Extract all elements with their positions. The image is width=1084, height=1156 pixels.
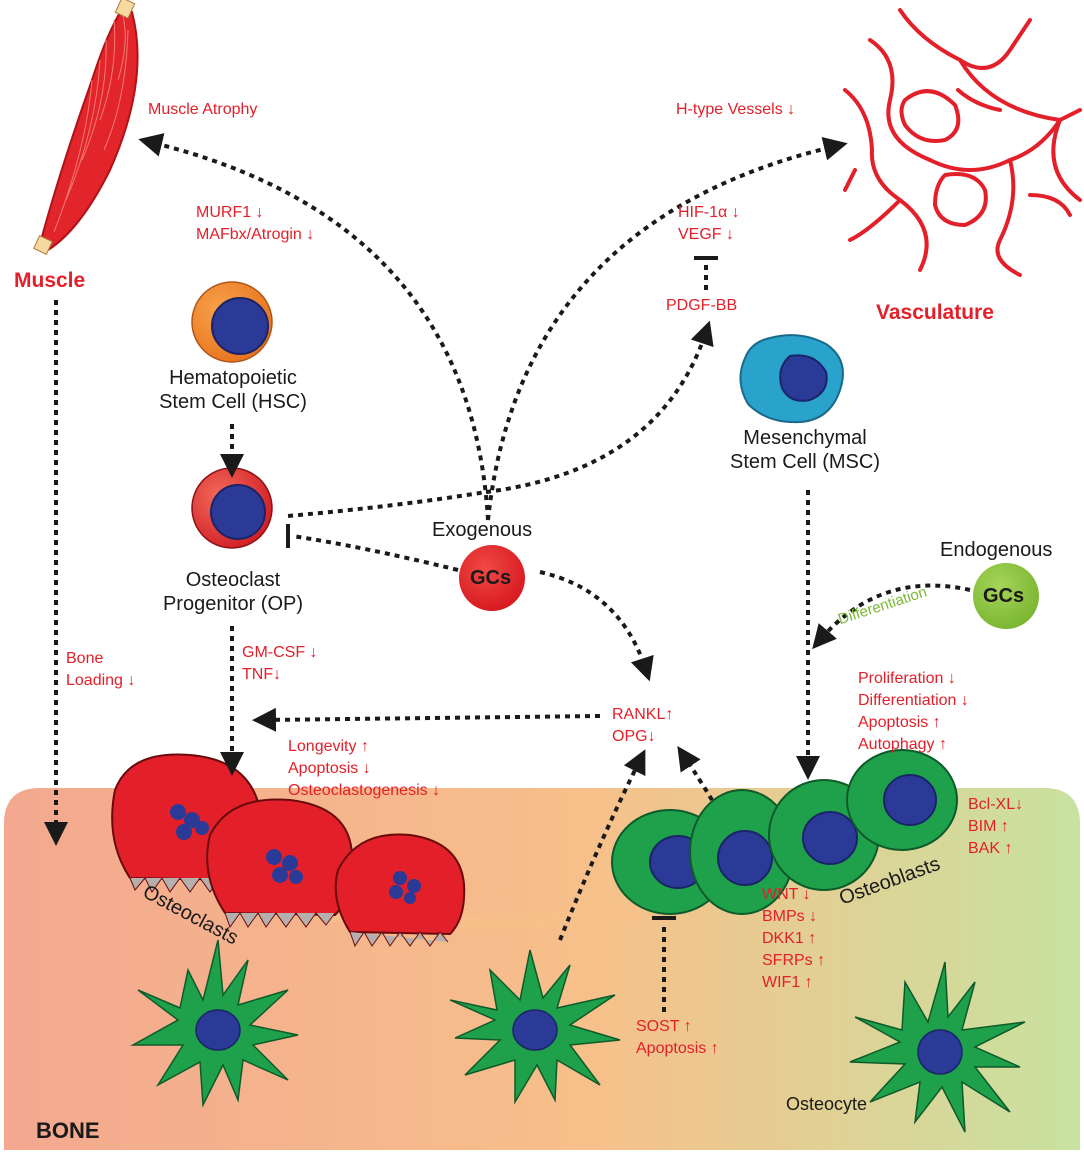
vasculature-icon: [843, 8, 1082, 277]
wnt-pathway-markers: WNT ↓BMPs ↓DKK1 ↑SFRPs ↑WIF1 ↑: [762, 886, 826, 991]
endogenous-gcs-text: GCs: [983, 585, 1025, 607]
bone-surface: [230, 890, 640, 930]
bone-label: BONE: [36, 1118, 100, 1143]
pathway-arrows: [44, 133, 848, 1012]
angiogenic-markers: HIF-1α ↓VEGF ↓: [678, 204, 740, 243]
osteoclast-cells: [111, 753, 466, 948]
exogenous-gcs-badge: [459, 545, 525, 611]
endogenous-label: Endogenous: [940, 539, 1053, 561]
muscle-icon: [33, 0, 139, 255]
osteoblast-apoptosis-markers: Bcl-XL↓BIM ↑BAK ↑: [968, 796, 1024, 857]
hsc-cell: [191, 281, 273, 363]
exogenous-label: Exogenous: [432, 519, 533, 541]
osteoclast-effects: Longevity ↑Apoptosis ↓Osteoclastogenesis…: [288, 738, 441, 799]
muscle-label: Muscle: [14, 269, 86, 292]
msc-effects: Proliferation ↓Differentiation ↓Apoptosi…: [858, 670, 969, 753]
vasculature-label: Vasculature: [876, 301, 994, 324]
h-type-vessels-label: H-type Vessels ↓: [676, 101, 796, 118]
osteocyte-cells: [130, 939, 1026, 1133]
osteocyte-label: Osteocyte: [786, 1094, 868, 1114]
msc-cell: [739, 334, 844, 424]
muscle-markers: MURF1 ↓MAFbx/Atrogin ↓: [196, 204, 315, 243]
inhibition-bars: [286, 256, 718, 920]
rankl-opg: RANKL↑OPG↓: [612, 706, 674, 745]
exogenous-gcs-text: GCs: [470, 567, 512, 589]
differentiation-arrow: [812, 583, 971, 650]
endogenous-gcs-badge: [973, 563, 1039, 629]
op-cytokines: GM-CSF ↓TNF↓: [242, 644, 318, 683]
muscle-atrophy-label: Muscle Atrophy: [148, 101, 258, 118]
op-cell: [191, 467, 273, 549]
pdgf-label: PDGF-BB: [666, 297, 738, 314]
osteocyte-effects: SOST ↑Apoptosis ↑: [636, 1018, 719, 1057]
osteoblast-cells: [611, 749, 958, 915]
